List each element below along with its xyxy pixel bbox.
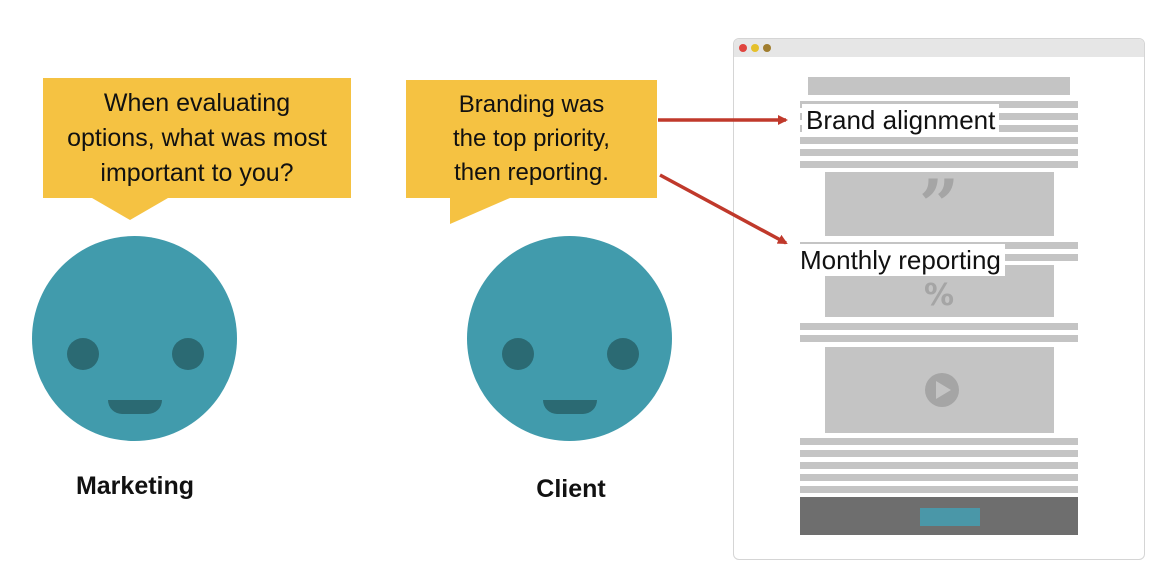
wireframe-text-line xyxy=(800,438,1078,445)
brand-alignment-callout: Brand alignment xyxy=(802,104,1000,136)
minimize-dot-icon xyxy=(751,44,759,52)
wireframe-text-line xyxy=(800,323,1078,330)
wireframe-text-line xyxy=(800,462,1078,469)
smile-icon xyxy=(543,400,597,414)
right-eye-icon xyxy=(607,338,639,370)
marketing-avatar xyxy=(32,236,237,441)
wireframe-text-line xyxy=(800,474,1078,481)
wireframe-header-bar xyxy=(808,77,1070,95)
client-bubble-tail xyxy=(450,198,510,224)
reporting-arrow xyxy=(659,173,788,245)
wireframe-text-line xyxy=(800,450,1078,457)
wireframe-text-line xyxy=(800,149,1078,156)
client-label: Client xyxy=(536,475,606,503)
wireframe-text-line xyxy=(800,486,1078,493)
close-dot-icon xyxy=(739,44,747,52)
maximize-dot-icon xyxy=(763,44,771,52)
wireframe-cta-button xyxy=(920,508,980,526)
marketing-label: Marketing xyxy=(75,472,195,500)
wireframe-video-block xyxy=(825,347,1054,433)
wireframe-text-line xyxy=(800,161,1078,168)
marketing-speech-bubble: When evaluating options, what was most i… xyxy=(43,78,351,198)
wireframe-text-line xyxy=(800,335,1078,342)
wireframe-text-line xyxy=(800,137,1078,144)
client-speech-bubble: Branding was the top priority, then repo… xyxy=(406,80,657,198)
left-eye-icon xyxy=(67,338,99,370)
smile-icon xyxy=(108,400,162,414)
marketing-bubble-tail xyxy=(92,198,168,220)
play-icon xyxy=(925,373,959,407)
left-eye-icon xyxy=(502,338,534,370)
monthly-reporting-callout: Monthly reporting xyxy=(796,244,1005,276)
svg-text:”: ” xyxy=(919,172,959,236)
client-answer-text: Branding was the top priority, then repo… xyxy=(453,91,610,186)
client-avatar xyxy=(467,236,672,441)
wireframe-quote-block: ” xyxy=(825,164,1054,247)
quote-icon: ” xyxy=(919,164,959,247)
percent-icon: % xyxy=(924,278,954,313)
browser-titlebar xyxy=(734,39,1144,57)
svg-text:%: % xyxy=(924,278,954,313)
right-eye-icon xyxy=(172,338,204,370)
wireframe-footer-bar xyxy=(800,497,1078,535)
marketing-question-text: When evaluating options, what was most i… xyxy=(67,88,327,187)
